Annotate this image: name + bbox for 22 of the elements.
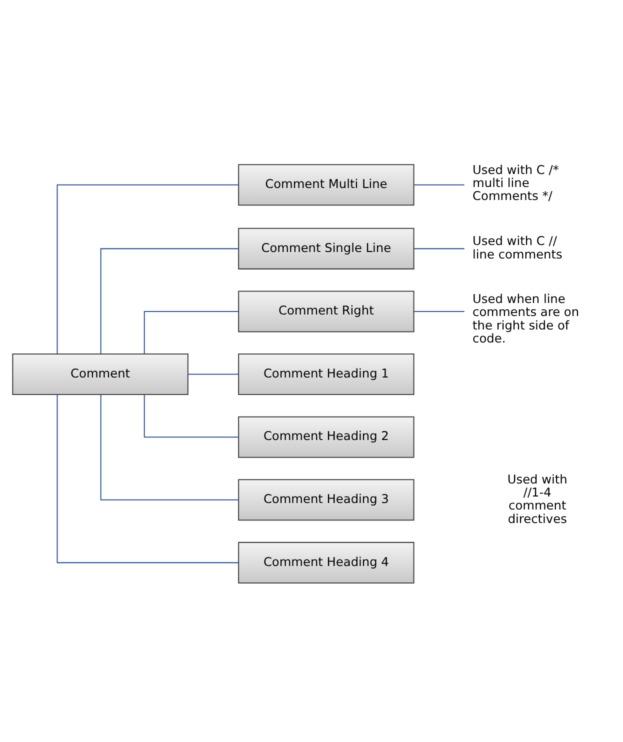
node-box: Comment Heading 2 xyxy=(238,416,414,458)
node-box: Comment Heading 3 xyxy=(238,478,414,520)
connector xyxy=(414,248,464,249)
connector xyxy=(144,310,238,354)
node-text: Used with C /* multi line Comments */ xyxy=(472,162,559,203)
connector xyxy=(188,373,238,374)
connector xyxy=(56,184,238,354)
connector xyxy=(414,184,464,185)
connector xyxy=(56,394,238,563)
node-box: Comment Multi Line xyxy=(238,164,414,206)
node-box: Comment Heading 1 xyxy=(238,353,414,395)
node-text: Used when line comments are on the right side of code. xyxy=(472,291,580,345)
node-box: Comment Right xyxy=(238,290,414,332)
connector xyxy=(100,394,238,500)
node-text: Used with C // line comments xyxy=(472,234,562,261)
connector xyxy=(100,248,238,354)
node-box: Comment Single Line xyxy=(238,227,414,269)
node-box: Comment Heading 4 xyxy=(238,541,414,583)
connector xyxy=(144,394,238,438)
node-box: Comment xyxy=(12,353,188,395)
connector xyxy=(414,310,464,312)
label: Used with //1-4 comment directives xyxy=(507,472,568,526)
